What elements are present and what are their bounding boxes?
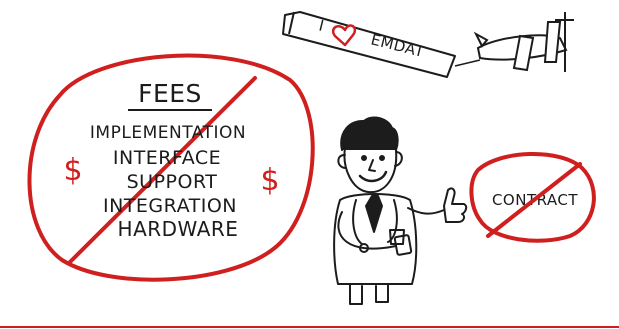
- doctor-coat: [333, 193, 418, 285]
- doctor-eye-right: [379, 155, 385, 161]
- doctor-hair: [340, 116, 399, 151]
- fee-item-interface: INTERFACE: [113, 147, 221, 169]
- fees-heading: FEES: [138, 79, 202, 108]
- fees-panel: FEES IMPLEMENTATION INTERFACE SUPPORT IN…: [27, 53, 315, 282]
- dollar-sign-right: $: [260, 163, 279, 198]
- contract-no-slash: [486, 162, 582, 238]
- phone-icon: [393, 234, 413, 256]
- fee-item-support: SUPPORT: [127, 171, 218, 193]
- doctor-smile: [358, 170, 388, 183]
- contract-no-circle: [469, 151, 596, 243]
- banner-end-left: [288, 11, 295, 35]
- contract-panel: CONTRACT: [469, 151, 596, 243]
- thumbs-up-arm: [407, 207, 445, 215]
- doctor-eye-left: [361, 155, 367, 161]
- doctor-head: [343, 147, 398, 194]
- tow-line: [454, 59, 481, 67]
- doctor-figure: [333, 116, 468, 305]
- dollar-sign-left: $: [63, 153, 82, 188]
- fee-item-implementation: IMPLEMENTATION: [90, 123, 246, 143]
- heart-icon: [331, 24, 357, 47]
- banner-plane: I EMDAT: [282, 11, 574, 78]
- banner-prefix: I: [317, 16, 326, 35]
- fee-item-integration: INTEGRATION: [103, 195, 237, 217]
- fees-no-slash: [68, 76, 257, 264]
- thumbs-up-icon: [443, 187, 468, 223]
- banner-ribbon: [282, 11, 456, 78]
- fees-no-circle: [27, 53, 315, 282]
- plane-icon: [473, 12, 574, 72]
- fee-item-hardware: HARDWARE: [118, 217, 239, 241]
